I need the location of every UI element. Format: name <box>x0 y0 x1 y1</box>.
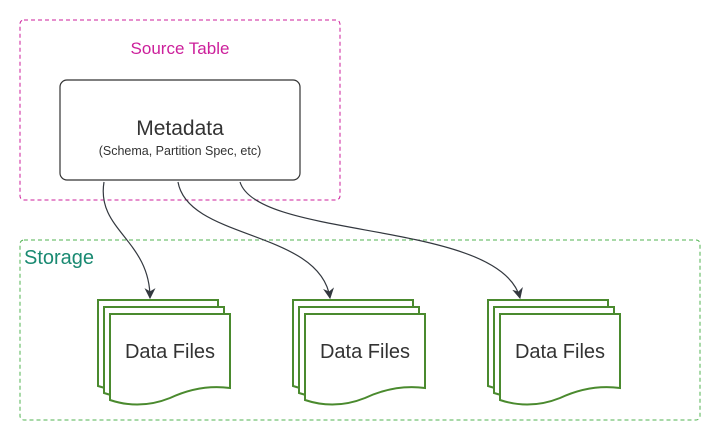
metadata-subtitle: (Schema, Partition Spec, etc) <box>99 144 262 158</box>
storage-container <box>19 239 701 421</box>
data-files-label-1: Data Files <box>125 341 215 363</box>
data-files-label-2: Data Files <box>320 341 410 363</box>
data-files-stack-2: Data Files <box>292 299 426 406</box>
arrow-to-data-files-3 <box>239 181 523 300</box>
data-files-label-3: Data Files <box>515 341 605 363</box>
source-table-label: Source Table <box>131 39 230 58</box>
source-table-container <box>19 19 341 201</box>
metadata-box: Metadata (Schema, Partition Spec, etc) <box>59 79 301 181</box>
data-files-stack-3: Data Files <box>487 299 621 406</box>
arrow-to-data-files-1 <box>102 181 156 300</box>
storage-label: Storage <box>24 247 94 269</box>
data-files-stack-1: Data Files <box>97 299 231 406</box>
arrow-to-data-files-2 <box>177 181 334 300</box>
metadata-title: Metadata <box>136 117 224 140</box>
